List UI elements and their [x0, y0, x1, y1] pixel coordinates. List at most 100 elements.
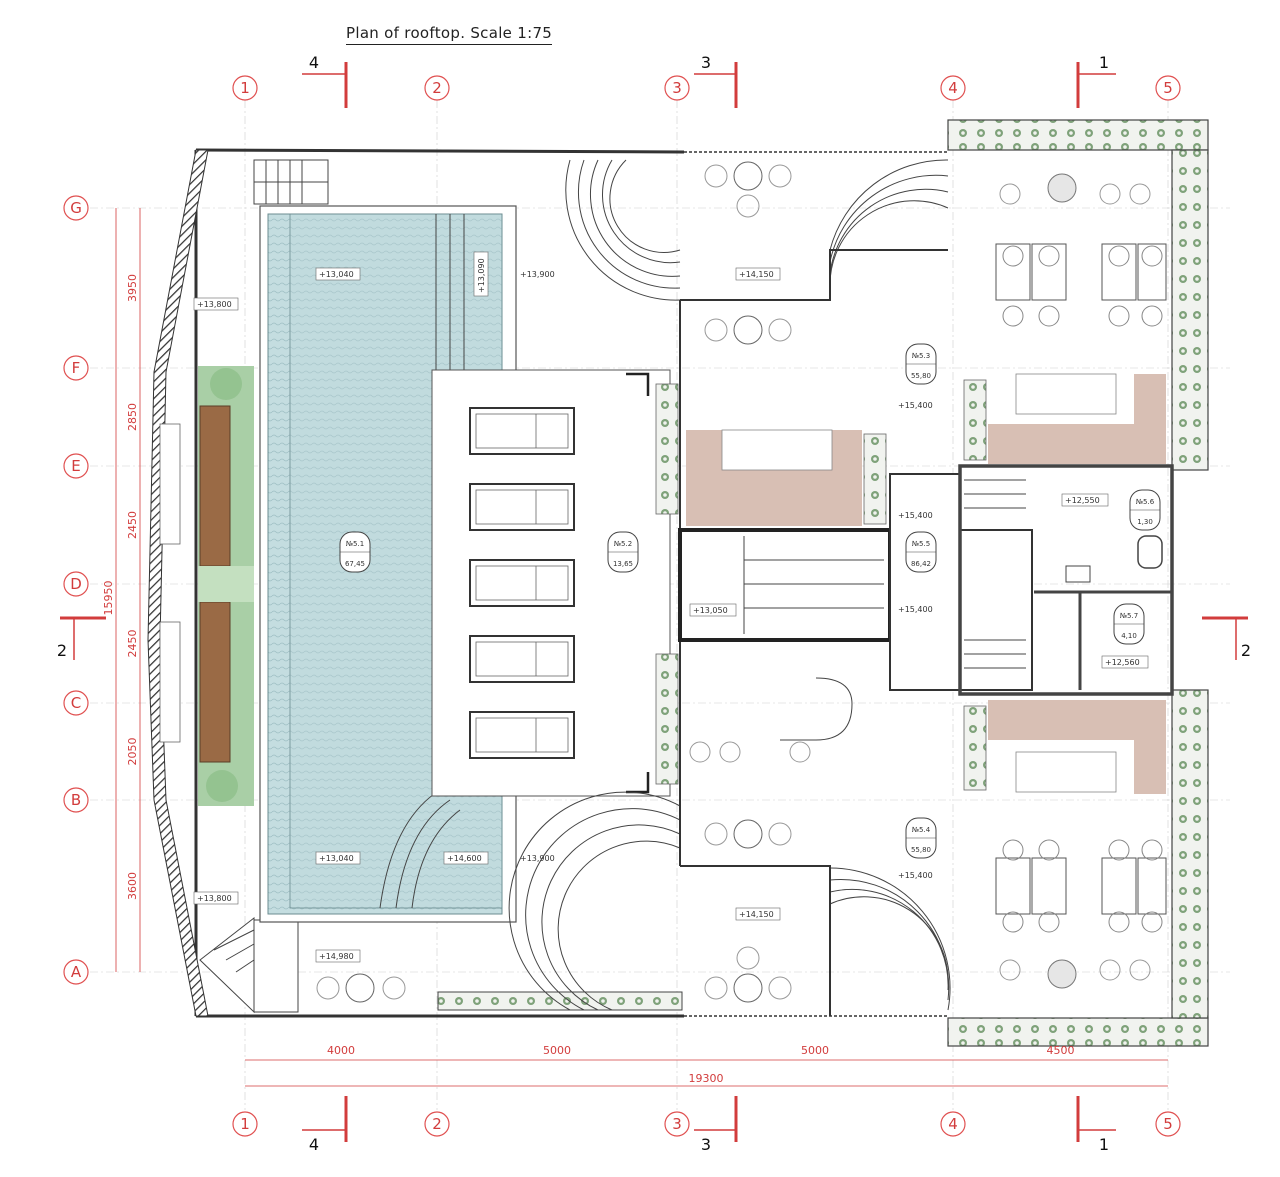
room-tag-5-7: №5.7 4,10 [1113, 603, 1145, 645]
axis-marker-A: A [63, 959, 89, 985]
svg-text:86,42: 86,42 [911, 560, 931, 568]
level-mark: +14,600 [447, 854, 482, 863]
level-mark: +15,400 [898, 401, 933, 410]
svg-text:№5.6: №5.6 [1136, 498, 1155, 506]
level-mark: +13,800 [197, 300, 232, 309]
svg-text:№5.4: №5.4 [912, 826, 931, 834]
axis-marker-E: E [63, 453, 89, 479]
axis-marker-5: 5 [1155, 75, 1181, 101]
level-mark: +13,800 [197, 894, 232, 903]
room-tag-5-4: №5.4 55,80 [905, 817, 937, 859]
dimension-lines [115, 208, 1168, 1087]
axis-marker-F: F [63, 355, 89, 381]
axis-label: 2 [432, 1115, 442, 1133]
sun-deck [431, 369, 679, 797]
axis-marker-4: 4 [940, 1111, 966, 1137]
axis-marker-2: 2 [424, 75, 450, 101]
lounger [469, 407, 575, 455]
axis-label: E [71, 457, 80, 475]
level-mark: +15,400 [898, 605, 933, 614]
axis-label: F [72, 359, 81, 377]
building-outline [147, 119, 1209, 1047]
axis-label: G [70, 199, 82, 217]
svg-text:№5.1: №5.1 [346, 540, 364, 548]
section-mark-3-bottom: 3 [701, 1135, 711, 1154]
dimension-label: 2050 [126, 738, 139, 766]
axis-label: 1 [240, 79, 250, 97]
lounger [469, 559, 575, 607]
dimension-total-bottom: 19300 [689, 1072, 724, 1085]
svg-text:4,10: 4,10 [1121, 632, 1137, 640]
axis-label: B [71, 791, 81, 809]
svg-text:№5.5: №5.5 [912, 540, 930, 548]
axis-marker-1: 1 [232, 1111, 258, 1137]
interior-walls [678, 249, 1174, 1016]
room-tag-5-1: №5.1 67,45 [339, 531, 371, 573]
section-mark-1-bottom: 1 [1099, 1135, 1109, 1154]
room-tags: №5.1 67,45 №5.2 13,65 №5.3 55,80 №5.4 55… [339, 343, 1161, 859]
section-mark-1-top: 1 [1099, 53, 1109, 72]
room-tag-5-6: №5.6 1,30 [1129, 489, 1161, 531]
dimension-label: 3600 [126, 872, 139, 900]
svg-text:№5.3: №5.3 [912, 352, 930, 360]
room-tag-5-3: №5.3 55,80 [905, 343, 937, 385]
section-mark-4-bottom: 4 [309, 1135, 319, 1154]
level-mark: +13,040 [319, 854, 354, 863]
axis-label: 4 [948, 79, 958, 97]
axis-label: C [71, 694, 81, 712]
level-mark: +15,400 [898, 511, 933, 520]
axis-label: 3 [672, 79, 682, 97]
room-tag-5-5: №5.5 86,42 [905, 531, 937, 573]
dimension-label: 3950 [126, 274, 139, 302]
level-mark: +14,980 [319, 952, 354, 961]
axis-marker-1: 1 [232, 75, 258, 101]
lounger [469, 483, 575, 531]
section-mark-4-top: 4 [309, 53, 319, 72]
axis-label: 1 [240, 1115, 250, 1133]
svg-text:55,80: 55,80 [911, 372, 931, 380]
level-mark: +12,560 [1105, 658, 1140, 667]
axis-marker-B: B [63, 787, 89, 813]
round-tables [316, 161, 1151, 1003]
table-set [995, 243, 1167, 933]
axis-label: 2 [432, 79, 442, 97]
dimension-label: 2450 [126, 511, 139, 539]
dimension-total-left: 15950 [102, 581, 115, 616]
lounger [469, 711, 575, 759]
axis-label: 5 [1163, 79, 1173, 97]
furniture [316, 161, 1167, 1003]
drawing-title: Plan of rooftop. Scale 1:75 [346, 24, 553, 45]
axis-marker-3: 3 [664, 75, 690, 101]
svg-text:55,80: 55,80 [911, 846, 931, 854]
svg-text:1,30: 1,30 [1137, 518, 1153, 526]
section-mark-3-top: 3 [701, 53, 711, 72]
axis-label: A [71, 963, 82, 981]
dimension-label: 2850 [126, 403, 139, 431]
level-mark: +14,150 [739, 270, 774, 279]
axis-marker-G: G [63, 195, 89, 221]
level-mark: +14,150 [739, 910, 774, 919]
dimension-label: 5000 [801, 1044, 829, 1057]
level-mark: +13,050 [693, 606, 728, 615]
section-mark-2-right: 2 [1241, 641, 1251, 660]
dimension-label: 2450 [126, 630, 139, 658]
lounger [469, 635, 575, 683]
dimension-label: 4000 [327, 1044, 355, 1057]
axis-marker-2: 2 [424, 1111, 450, 1137]
dimension-label: 4500 [1047, 1044, 1075, 1057]
level-mark: +12,550 [1065, 496, 1100, 505]
axis-marker-D: D [63, 571, 89, 597]
axis-marker-5: 5 [1155, 1111, 1181, 1137]
section-mark-2-left: 2 [57, 641, 67, 660]
axis-marker-C: C [63, 690, 89, 716]
level-marks: +13,800 +13,800 +13,040 +13,090 +13,900 … [193, 251, 1149, 963]
svg-text:№5.2: №5.2 [614, 540, 632, 548]
level-mark: +13,900 [520, 854, 555, 863]
axis-marker-4: 4 [940, 75, 966, 101]
svg-text:67,45: 67,45 [345, 560, 365, 568]
level-mark: +13,900 [520, 270, 555, 279]
axis-label: D [70, 575, 82, 593]
level-mark: +13,040 [319, 270, 354, 279]
